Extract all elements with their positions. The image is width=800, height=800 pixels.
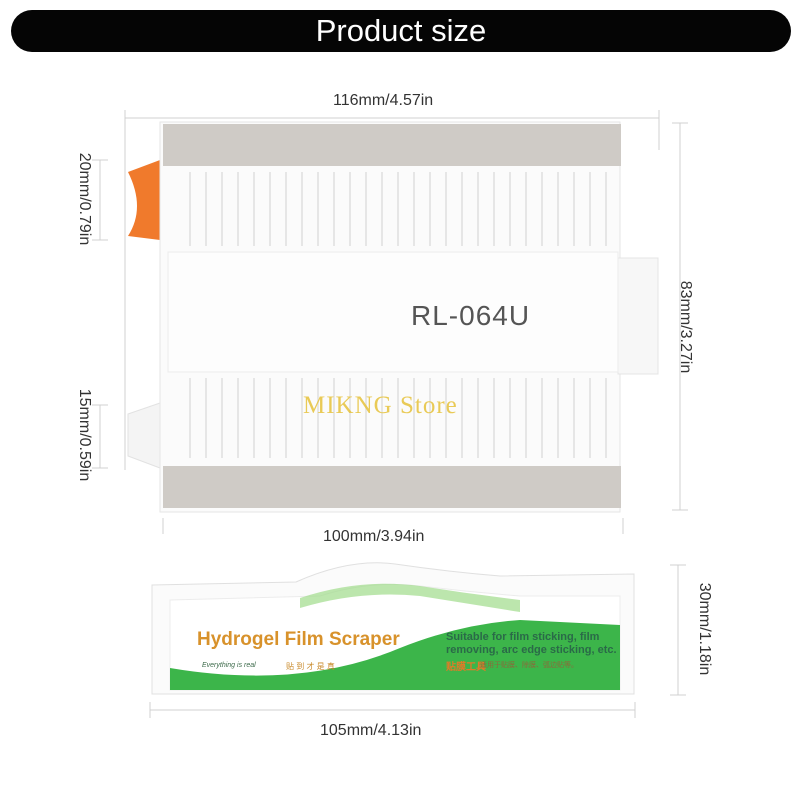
lower-ribs <box>189 378 607 458</box>
package-title: Hydrogel Film Scraper <box>197 629 400 650</box>
left-lower-label: 15mm/0.59in <box>76 388 93 482</box>
package-green-wave <box>170 620 620 690</box>
package-height-label: 30mm/1.18in <box>696 582 713 676</box>
left-upper-label: 20mm/0.79in <box>76 152 93 246</box>
top-width-label: 116mm/4.57in <box>333 92 434 109</box>
store-watermark: MIKNG Store <box>303 392 458 419</box>
model-number: RL-064U <box>411 300 531 331</box>
package-slogan: Everything is real <box>202 662 256 669</box>
right-height-label: 83mm/3.27in <box>677 280 694 374</box>
upper-ribs <box>189 172 607 246</box>
package-description: Suitable for film sticking, film removin… <box>446 631 617 656</box>
orange-grip <box>128 160 160 240</box>
bottom-width-label: 100mm/3.94in <box>323 528 425 545</box>
package-slogan-cn: 贴 到 才 是 真 <box>286 662 335 671</box>
package-width-label: 105mm/4.13in <box>320 722 422 739</box>
package-cn-label: 贴膜工具 <box>446 662 486 673</box>
package-cn-small: 适用于贴膜、除膜、弧边贴等。 <box>480 662 578 669</box>
product-size-banner: Product size <box>11 10 791 52</box>
